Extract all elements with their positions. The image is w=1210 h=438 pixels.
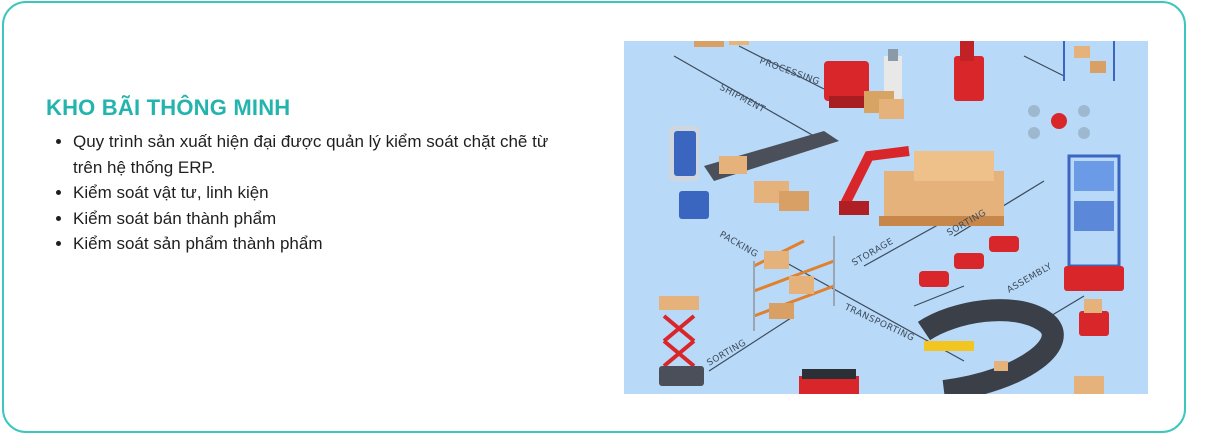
text-block: KHO BÃI THÔNG MINH Quy trình sản xuất hi… — [46, 95, 566, 257]
feature-item: Kiểm soát sản phẩm thành phẩm — [56, 231, 566, 257]
smart-warehouse-illustration: PROCESSING SHIPMENT PACKING STORAGE SORT… — [624, 41, 1148, 394]
section-title: KHO BÃI THÔNG MINH — [46, 95, 291, 120]
feature-item: Kiểm soát vật tư, linh kiện — [56, 180, 566, 206]
warehouse-scene: PROCESSING SHIPMENT PACKING STORAGE SORT… — [624, 41, 1148, 394]
feature-list: Quy trình sản xuất hiện đại được quản lý… — [46, 129, 566, 257]
feature-item: Quy trình sản xuất hiện đại được quản lý… — [56, 129, 566, 180]
feature-item: Kiểm soát bán thành phẩm — [56, 206, 566, 232]
